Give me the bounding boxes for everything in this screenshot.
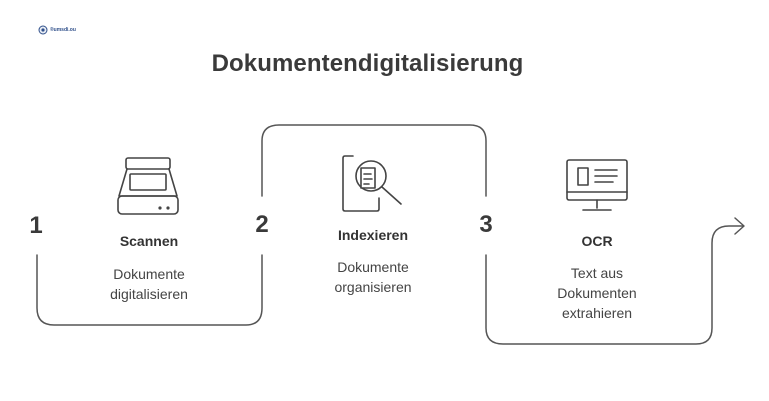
brand-logo: ®umsdi.ou [38, 23, 84, 37]
step-title-2: Indexieren [337, 227, 409, 243]
step-number-3: 3 [479, 211, 493, 238]
step-number-2: 2 [255, 211, 269, 238]
step-title-1: Scannen [119, 233, 179, 249]
page-title: Dokumentendigitalisierung [211, 50, 524, 77]
step-description-3: Text aus Dokumenten extrahieren [557, 265, 637, 321]
logo-text: ®umsdi.ou [50, 26, 76, 33]
step-description-1: Dokumente digitalisieren [110, 266, 188, 302]
arrow-right-icon [734, 217, 745, 235]
monitor-icon [566, 159, 628, 211]
logo-mark-icon [38, 25, 48, 35]
scanner-icon [117, 157, 179, 215]
step-description-2: Dokumente organisieren [334, 259, 412, 295]
step-title-3: OCR [581, 233, 613, 249]
document-search-icon [342, 155, 402, 212]
step-number-1: 1 [29, 212, 43, 239]
